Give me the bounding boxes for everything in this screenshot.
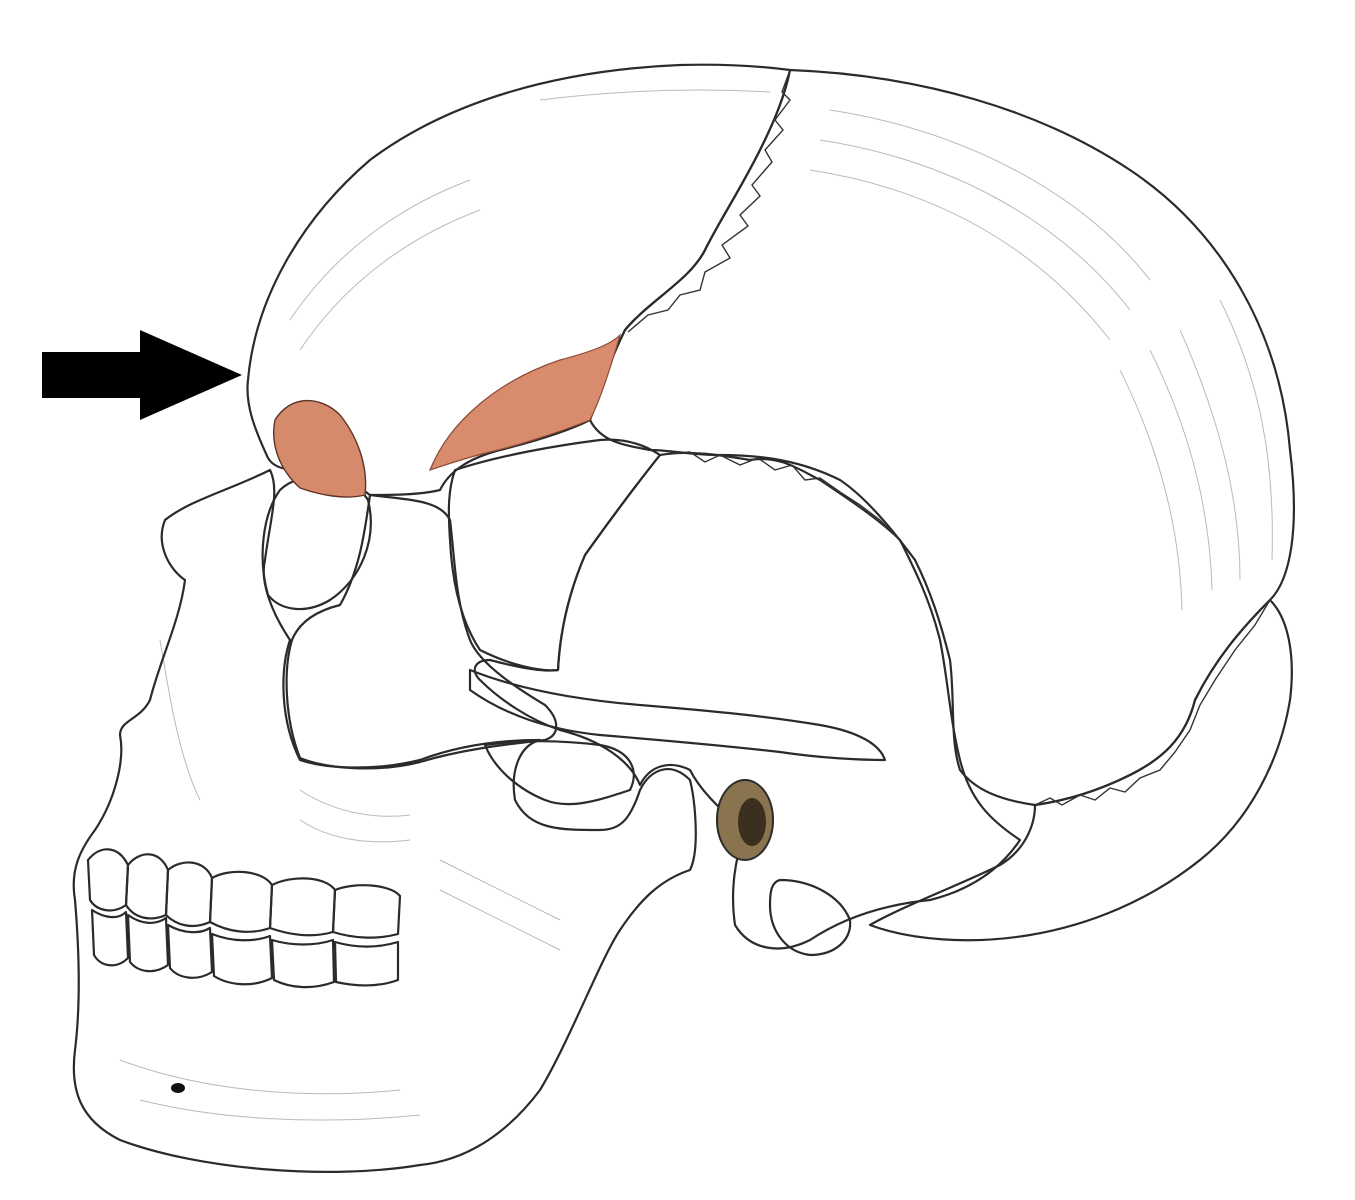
temporal-line <box>428 332 622 471</box>
teeth <box>86 848 402 989</box>
supraorbital-ridge <box>273 399 367 498</box>
frontal-hatching <box>289 89 771 351</box>
mastoid-process <box>768 878 852 957</box>
zygomatic-arch <box>468 668 887 762</box>
facial-skeleton <box>72 468 697 1173</box>
coronal-suture <box>627 69 791 333</box>
infratemporal-area <box>483 740 635 806</box>
lambdoid-suture <box>1034 599 1271 806</box>
occipital-bone <box>868 598 1293 942</box>
face-hatching <box>119 639 561 1121</box>
squamous-suture <box>659 451 901 541</box>
sphenoid-bone <box>447 438 662 672</box>
mental-foramen <box>171 1083 185 1093</box>
temporal-bone <box>473 451 1022 950</box>
parietal-bone <box>588 68 1295 807</box>
arrow-right-icon <box>42 330 242 420</box>
zygomatic-bone <box>285 493 558 770</box>
parietal-hatching <box>809 109 1273 611</box>
